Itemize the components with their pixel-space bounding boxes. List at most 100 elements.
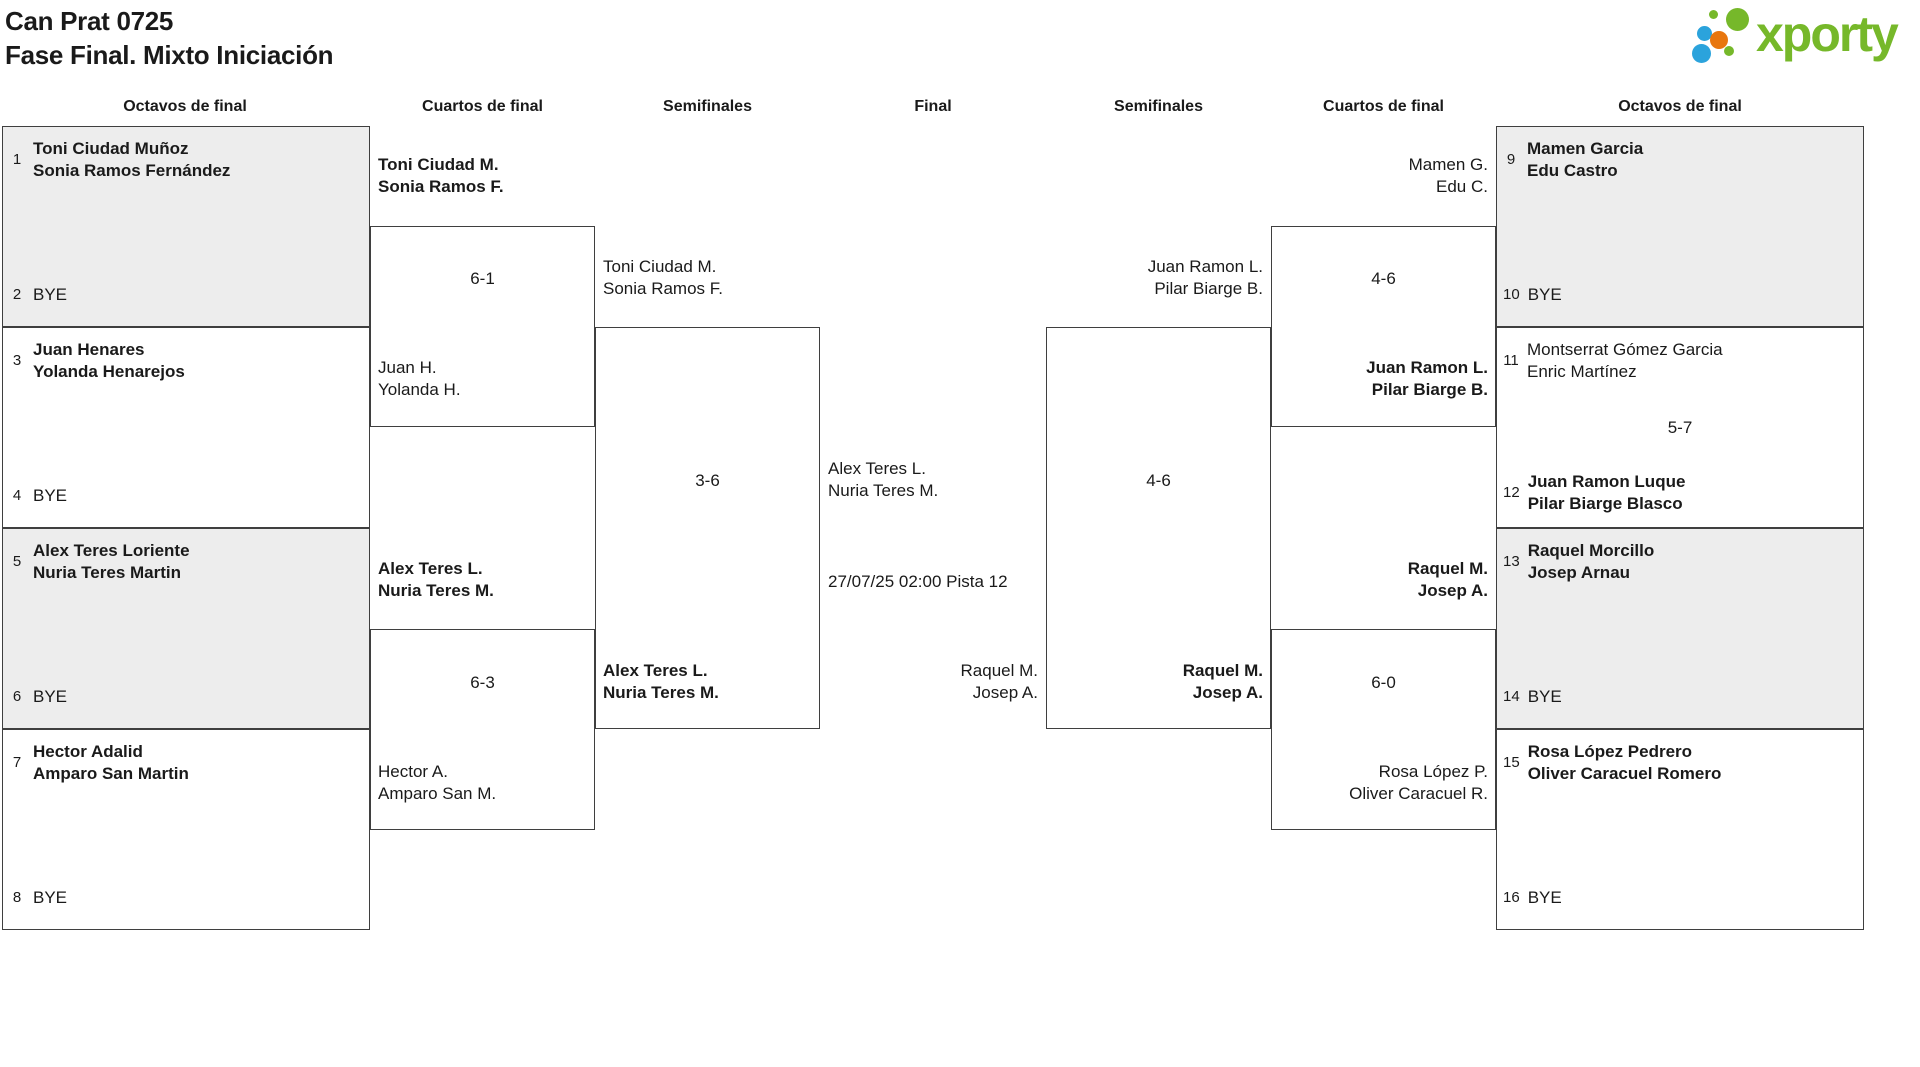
qf-right-2-bottom-team: Rosa López P. Oliver Caracuel R. [1349, 762, 1488, 803]
sf-left-top-team: Toni Ciudad M. Sonia Ramos F. [603, 257, 723, 298]
seed-number: 7 [12, 754, 22, 771]
seed-number: 2 [12, 286, 22, 303]
seed-number: 3 [12, 352, 22, 369]
team-entry: 11 Montserrat Gómez Garcia Enric Martíne… [1497, 339, 1863, 383]
qf-right-2-top-team: Raquel M. Josep A. [1407, 559, 1488, 600]
seed-number: 5 [12, 553, 22, 570]
bye-entry: 14 BYE [1497, 686, 1863, 708]
qf-left-2-score: 6-3 [470, 673, 495, 692]
team-names: Rosa López Pedrero Oliver Caracuel Romer… [1527, 742, 1722, 783]
seed-number: 1 [12, 151, 22, 168]
team-entry: 9 Mamen Garcia Edu Castro [1497, 138, 1863, 182]
seed-number: 11 [1503, 352, 1519, 369]
round-header-octavos-right: Octavos de final [1618, 98, 1742, 115]
qf-right-1-bottom-team: Juan Ramon L. Pilar Biarge B. [1366, 358, 1488, 399]
sf-right-score: 4-6 [1146, 471, 1171, 490]
bye-entry: 4 BYE [3, 485, 369, 507]
seed-number: 4 [12, 487, 22, 504]
match-box-octavos-8[interactable]: 15 Rosa López Pedrero Oliver Caracuel Ro… [1496, 729, 1864, 930]
bye-entry: 8 BYE [3, 887, 369, 909]
team-names: Juan Ramon Luque Pilar Biarge Blasco [1527, 472, 1686, 513]
seed-number: 14 [1503, 688, 1520, 705]
bye-entry: 10 BYE [1497, 284, 1863, 306]
match-score: 5-7 [1667, 418, 1693, 437]
tournament-name: Can Prat 0725 [5, 6, 174, 36]
match-box-octavos-1[interactable]: 1 Toni Ciudad Muñoz Sonia Ramos Fernánde… [2, 126, 370, 327]
team-entry: 1 Toni Ciudad Muñoz Sonia Ramos Fernánde… [3, 138, 369, 182]
seed-number: 12 [1503, 484, 1520, 501]
logo-wordmark: xporty [1756, 6, 1899, 62]
seed-number: 8 [12, 889, 22, 906]
team-entry: 5 Alex Teres Loriente Nuria Teres Martin [3, 540, 369, 584]
team-names: Alex Teres Loriente Nuria Teres Martin [33, 541, 190, 582]
match-box-octavos-7[interactable]: 13 Raquel Morcillo Josep Arnau 14 BYE [1496, 528, 1864, 729]
round-header-cuartos-left: Cuartos de final [422, 98, 543, 115]
match-box-cuartos-left-1[interactable] [370, 226, 595, 427]
match-box-octavos-3[interactable]: 5 Alex Teres Loriente Nuria Teres Martin… [2, 528, 370, 729]
team-names: Toni Ciudad Muñoz Sonia Ramos Fernández [33, 139, 231, 180]
team-names: Juan Henares Yolanda Henarejos [33, 340, 185, 381]
qf-right-1-top-team: Mamen G. Edu C. [1408, 155, 1488, 196]
bye-entry: 2 BYE [3, 284, 369, 306]
qf-left-1-bottom-team: Juan H. Yolanda H. [378, 358, 461, 399]
bye-label: BYE [1527, 285, 1562, 304]
bye-label: BYE [33, 687, 68, 706]
match-box-octavos-6[interactable]: 11 Montserrat Gómez Garcia Enric Martíne… [1496, 327, 1864, 528]
team-entry: 3 Juan Henares Yolanda Henarejos [3, 339, 369, 383]
seed-number: 16 [1503, 889, 1520, 906]
match-box-cuartos-right-2[interactable] [1271, 629, 1496, 830]
sf-left-bottom-team: Alex Teres L. Nuria Teres M. [603, 661, 719, 702]
team-entry: 7 Hector Adalid Amparo San Martin [3, 741, 369, 785]
logo-dot-blue-large [1692, 44, 1711, 63]
round-header-semis-left: Semifinales [663, 98, 752, 115]
team-names: Raquel Morcillo Josep Arnau [1527, 541, 1655, 582]
logo-dot-green-small-top [1709, 10, 1718, 19]
page-title: Can Prat 0725 Fase Final. Mixto Iniciaci… [5, 4, 334, 72]
seed-number: 15 [1503, 754, 1520, 771]
team-entry: 13 Raquel Morcillo Josep Arnau [1497, 540, 1863, 584]
team-names: Mamen Garcia Edu Castro [1527, 139, 1644, 180]
logo-dot-blue-mid [1697, 26, 1712, 41]
logo-dot-orange [1710, 31, 1728, 49]
team-entry: 15 Rosa López Pedrero Oliver Caracuel Ro… [1497, 741, 1863, 785]
match-box-cuartos-left-2[interactable] [370, 629, 595, 830]
match-box-octavos-2[interactable]: 3 Juan Henares Yolanda Henarejos 4 BYE [2, 327, 370, 528]
final-bottom-team: Raquel M. Josep A. [960, 661, 1038, 702]
qf-left-1-score: 6-1 [470, 269, 495, 288]
logo-dot-green-large [1726, 8, 1749, 31]
qf-left-1-top-team: Toni Ciudad M. Sonia Ramos F. [378, 155, 504, 196]
match-box-semi-right[interactable] [1046, 327, 1271, 729]
seed-number: 13 [1503, 553, 1520, 570]
round-header-final: Final [914, 98, 952, 115]
round-header-cuartos-right: Cuartos de final [1323, 98, 1444, 115]
team-names: Hector Adalid Amparo San Martin [33, 742, 189, 783]
seed-number: 10 [1503, 286, 1520, 303]
phase-name: Fase Final. Mixto Iniciación [5, 40, 334, 70]
bye-label: BYE [1527, 888, 1562, 907]
seed-number: 6 [12, 688, 22, 705]
bye-label: BYE [33, 285, 68, 304]
sf-right-top-team: Juan Ramon L. Pilar Biarge B. [1147, 257, 1263, 298]
qf-left-2-bottom-team: Hector A. Amparo San M. [378, 762, 497, 803]
round-header-semis-right: Semifinales [1114, 98, 1203, 115]
team-names: Montserrat Gómez Garcia Enric Martínez [1527, 340, 1723, 381]
round-header-octavos-left: Octavos de final [123, 98, 247, 115]
bye-entry: 6 BYE [3, 686, 369, 708]
bye-label: BYE [1527, 687, 1562, 706]
xporty-logo[interactable]: xporty [1688, 4, 1918, 66]
final-schedule: 27/07/25 02:00 Pista 12 [828, 572, 1008, 591]
bye-label: BYE [33, 486, 68, 505]
final-top-team: Alex Teres L. Nuria Teres M. [828, 459, 939, 500]
logo-dot-green-small-bottom [1724, 46, 1734, 56]
qf-right-1-score: 4-6 [1371, 269, 1396, 288]
match-box-octavos-5[interactable]: 9 Mamen Garcia Edu Castro 10 BYE [1496, 126, 1864, 327]
bye-label: BYE [33, 888, 68, 907]
match-box-octavos-4[interactable]: 7 Hector Adalid Amparo San Martin 8 BYE [2, 729, 370, 930]
seed-number: 9 [1506, 151, 1516, 168]
match-box-semi-left[interactable] [595, 327, 820, 729]
team-entry: 12 Juan Ramon Luque Pilar Biarge Blasco [1497, 471, 1863, 515]
match-box-cuartos-right-1[interactable] [1271, 226, 1496, 427]
bye-entry: 16 BYE [1497, 887, 1863, 909]
qf-right-2-score: 6-0 [1371, 673, 1396, 692]
